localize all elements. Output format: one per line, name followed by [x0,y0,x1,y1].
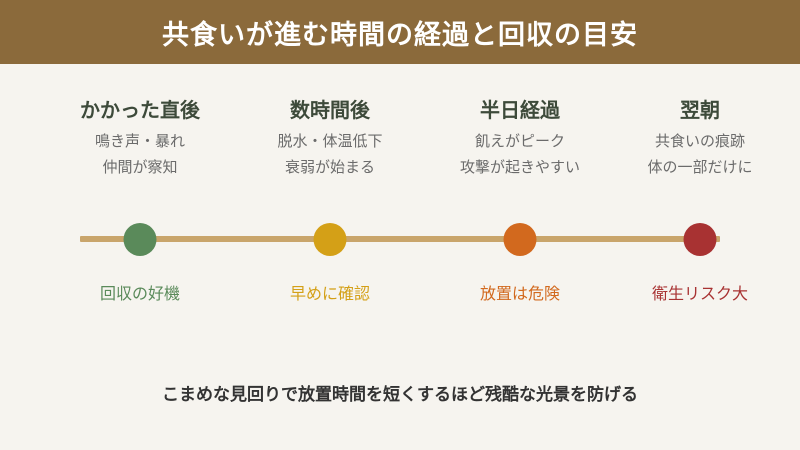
stage-description: 鳴き声・暴れ [94,132,185,150]
stage-immediate: かかった直後 鳴き声・暴れ 仲間が察知 [45,96,235,180]
outcome-label: 放置は危険 [479,284,560,303]
stage-next-morning: 翌朝 共食いの痕跡 体の一部だけに [605,96,795,180]
stage-description: 飢えがピーク [474,132,565,150]
header-banner: 共食いが進む時間の経過と回収の目安 [0,0,800,64]
timeline-bar [80,236,720,242]
stage-description: 攻撃が起きやすい [459,158,580,176]
stage-hours-later: 数時間後 脱水・体温低下 衰弱が始まる [235,96,425,180]
outcome-label: 衛生リスク大 [651,284,748,303]
outcome-label: 回収の好機 [99,284,180,303]
stage-description: 仲間が察知 [102,158,178,176]
stage-half-day: 半日経過 飢えがピーク 攻撃が起きやすい [425,96,615,180]
page-title: 共食いが進む時間の経過と回収の目安 [162,19,638,51]
stage-title: 半日経過 [480,98,560,122]
stage-description: 体の一部だけに [647,158,753,176]
outcome-label: 早めに確認 [289,284,370,303]
stage-title: 翌朝 [680,98,720,122]
timeline-dot-half-day [503,223,537,256]
stage-description: 共食いの痕跡 [654,132,745,150]
timeline-dot-next-morning [683,223,717,256]
stage-description: 衰弱が始まる [284,158,375,176]
timeline-dot-immediate [123,223,157,256]
timeline-dot-hours-later [313,223,347,256]
footer-message: こまめな見回りで放置時間を短くするほど残酷な光景を防げる [162,385,638,405]
stage-description: 脱水・体温低下 [277,132,383,150]
stage-title: 数時間後 [290,98,370,122]
stage-title: かかった直後 [80,98,200,122]
